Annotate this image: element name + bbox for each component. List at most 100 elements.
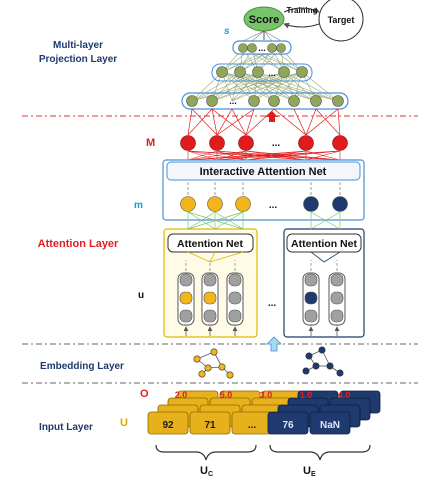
u-node [330, 309, 344, 323]
projection-edge [283, 71, 339, 102]
interactive-attention-module: Interactive Attention Net [162, 159, 365, 221]
M-symbol: M [146, 137, 155, 149]
score-label: Score [249, 14, 280, 26]
brace-left-sub: C [208, 471, 213, 478]
projection-edge [211, 71, 259, 102]
M-interactive-edge [187, 150, 247, 161]
embedding-node [305, 352, 313, 360]
projection-node [247, 43, 257, 53]
M-projection-edge [191, 108, 218, 136]
u-node [304, 291, 318, 305]
projection-row-1-box [232, 40, 292, 55]
M-interactive-edge [216, 150, 341, 161]
embedding-node [302, 367, 310, 375]
M-node [332, 135, 348, 151]
projection-edge [283, 71, 317, 102]
M-interactive-edge [187, 150, 218, 161]
projection-edge [253, 71, 303, 102]
u-node [304, 309, 318, 323]
o-value: 2.0 [175, 390, 188, 400]
input-block [267, 411, 309, 435]
input-value: 71 [204, 420, 216, 431]
projection-node [278, 66, 290, 78]
embedding-node [210, 348, 218, 356]
attention-edge [214, 211, 244, 230]
M-projection-edge [273, 108, 307, 136]
M-interactive-edge [187, 150, 341, 161]
projection-edge [191, 71, 285, 102]
projection-edge [242, 30, 265, 42]
projection-node [248, 95, 260, 107]
projection-node [252, 66, 264, 78]
projection-layer-title-1: Multi-layer [53, 40, 103, 51]
m-ellipsis: ... [269, 200, 278, 211]
M-projection-edge [187, 108, 193, 136]
projection-node [288, 95, 300, 107]
o-value: 3.0 [260, 390, 273, 400]
M-node [209, 135, 225, 151]
attention-edge [310, 251, 325, 263]
projection-node [332, 95, 344, 107]
attention-edge [323, 251, 341, 263]
M-node [298, 135, 314, 151]
M-interactive-edge [216, 150, 247, 161]
M-projection-edge [337, 108, 341, 136]
brace-right-sub: E [311, 471, 316, 478]
o-value: 4.0 [338, 390, 351, 400]
projection-edge [263, 30, 273, 42]
embedding-node [336, 369, 344, 377]
brace-right: U E [269, 444, 371, 478]
u-node [179, 291, 193, 305]
M-ellipsis: ... [272, 138, 281, 149]
u-node [228, 291, 242, 305]
brace-left: U C [155, 444, 257, 478]
M-projection-edge [305, 108, 317, 136]
projection-node [276, 43, 286, 53]
attention-connections [187, 211, 341, 263]
projection-node [206, 95, 218, 107]
up-arrow-red [266, 111, 278, 122]
projection-node [268, 95, 280, 107]
projection-edge [191, 71, 241, 102]
embedding-node [198, 370, 206, 378]
projection-edge [263, 30, 282, 42]
M-projection-edge [216, 108, 255, 136]
u-symbol: u [138, 290, 144, 301]
projection-edge [257, 71, 317, 102]
embedding-node [318, 346, 326, 354]
projection-edge [257, 71, 295, 102]
projection-edge [253, 71, 285, 102]
M-projection-edge [231, 108, 247, 136]
attention-layer-title: Attention Layer [38, 238, 119, 250]
projection-node [234, 66, 246, 78]
embedding-node [326, 362, 334, 370]
projection-ellipsis-2: ... [268, 68, 276, 78]
target-label: Target [328, 15, 355, 25]
M-interactive-edge [305, 150, 341, 161]
target-node [318, 0, 364, 42]
O-symbol: O [140, 388, 149, 400]
projection-edge [211, 71, 241, 102]
m-node [180, 196, 196, 212]
projection-nodes [186, 43, 344, 107]
projection-edge [231, 71, 285, 102]
training-label: Training [286, 6, 317, 15]
u-node [228, 309, 242, 323]
projection-layer-title-2: Projection Layer [39, 54, 117, 65]
projection-edge [273, 71, 303, 102]
M-interactive-edge [245, 150, 341, 161]
attention-net-right: Attention Net [283, 228, 365, 338]
interactive-title: Interactive Attention Net [200, 166, 327, 178]
M-projection-edge [245, 108, 255, 136]
projection-node [216, 66, 228, 78]
attention-right-title: Attention Net [291, 238, 357, 250]
m-symbol: m [134, 200, 143, 211]
M-node [238, 135, 254, 151]
brace-left-label: U [200, 465, 208, 477]
M-layer [180, 108, 348, 161]
embedding-node [226, 371, 234, 379]
embedding-node [193, 355, 201, 363]
M-projection-edge [245, 108, 275, 136]
attention-edge [187, 211, 216, 230]
